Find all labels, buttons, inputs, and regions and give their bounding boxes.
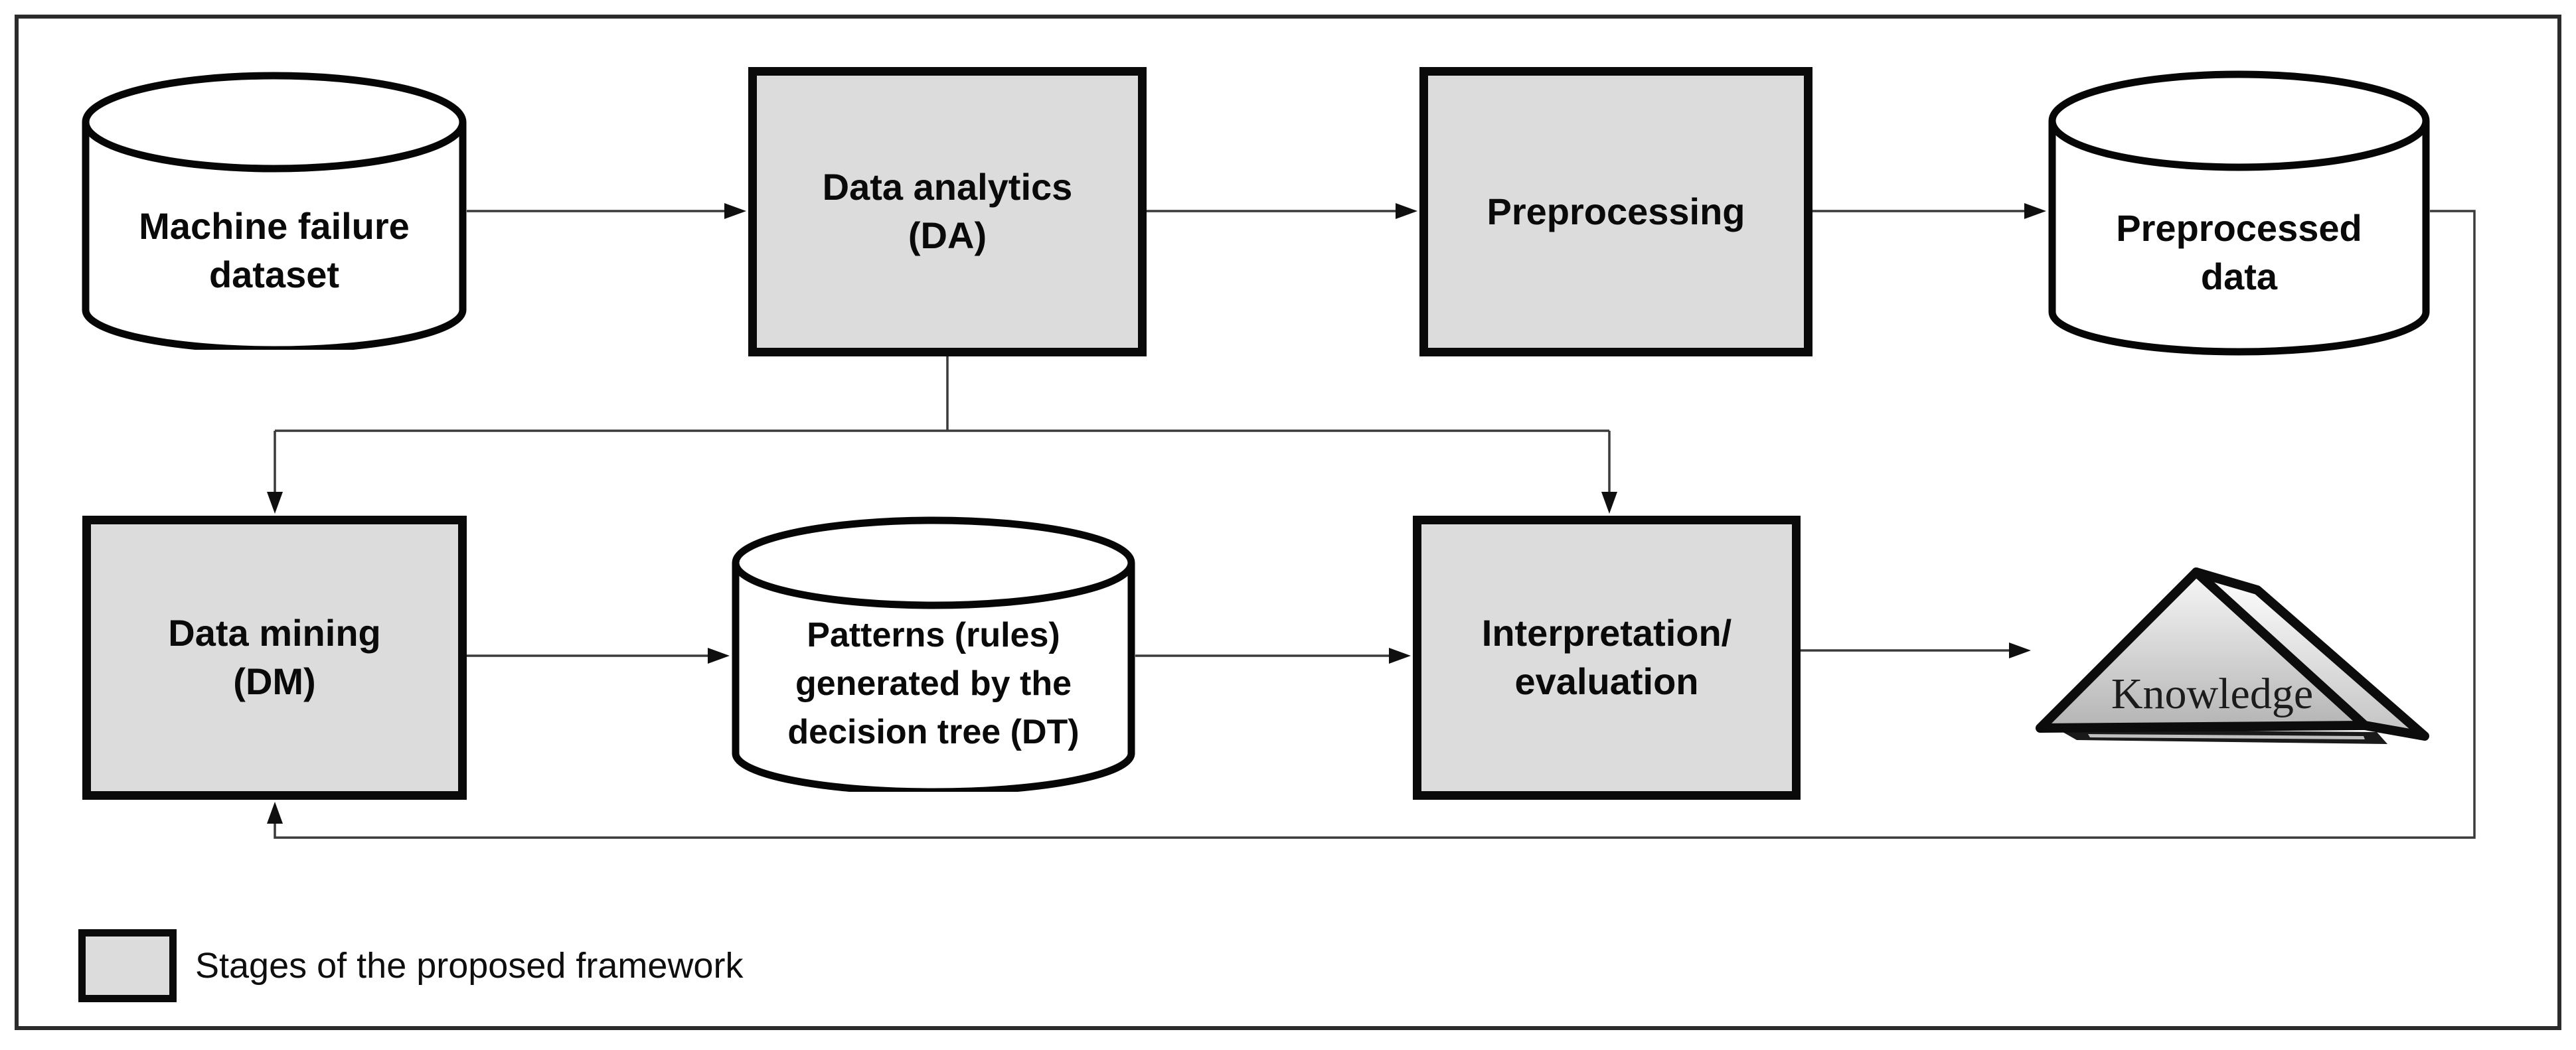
node-interpretation-evaluation: Interpretation/ evaluation [1413, 516, 1801, 800]
diagram-border [15, 15, 2561, 1030]
node-preprocessed-data: Preprocessed data [2048, 70, 2430, 356]
node-label-line: data [2200, 256, 2278, 297]
arrowhead-preprocessing-to-preprocessed-icon [2024, 203, 2046, 219]
node-data-mining: Data mining (DM) [82, 516, 467, 800]
arrowhead-dm-to-patterns-icon [708, 648, 730, 664]
node-label-line: evaluation [1514, 660, 1699, 702]
node-patterns-rules: Patterns (rules) generated by the decisi… [732, 516, 1135, 792]
node-label-line: (DA) [908, 214, 987, 256]
arrowhead-dataset-to-da-icon [724, 203, 746, 219]
pyramid-right-face [2192, 567, 2429, 741]
node-label-line: dataset [208, 253, 340, 295]
node-label-line: Patterns (rules) [807, 616, 1060, 655]
arrowhead-da-to-preprocessing-icon [1396, 203, 1417, 219]
knowledge-pyramid-icon: Knowledge [2036, 567, 2429, 744]
node-label-line: Data analytics [822, 166, 1073, 208]
legend-swatch [78, 929, 177, 1002]
node-label-line: Data mining [168, 612, 381, 654]
node-label-line: (DM) [233, 660, 316, 702]
arrowhead-da-to-interpretation-icon [1601, 492, 1617, 514]
edge-da-split [274, 356, 1611, 493]
arrowhead-patterns-to-interpretation-icon [1389, 648, 1411, 664]
node-label: Preprocessed data [2048, 70, 2430, 356]
database-cylinder-icon [82, 72, 467, 350]
legend: Stages of the proposed framework [78, 929, 743, 1002]
node-label: Machine failure dataset [82, 72, 467, 350]
node-label-line: generated by the [795, 664, 1072, 704]
legend-label: Stages of the proposed framework [195, 946, 744, 986]
arrowhead-interpretation-to-knowledge-icon [2009, 642, 2031, 658]
node-label-line: Interpretation/ [1481, 612, 1732, 654]
arrowhead-feedback-to-dm-icon [267, 802, 283, 824]
node-label-line: decision tree (DT) [787, 712, 1080, 751]
node-label-line: Preprocessing [1487, 190, 1745, 232]
pyramid-base-highlight [2088, 734, 2365, 739]
database-cylinder-icon [732, 516, 1135, 792]
node-preprocessing: Preprocessing [1419, 67, 1812, 356]
node-label-line: Preprocessed [2116, 207, 2362, 250]
arrowhead-da-to-dm-icon [267, 492, 283, 514]
node-label: Patterns (rules) generated by the decisi… [732, 516, 1135, 792]
node-data-analytics: Data analytics (DA) [748, 67, 1147, 356]
node-label-line: Machine failure [139, 204, 410, 247]
edge-preprocessed-feedback-to-dm [274, 210, 2476, 839]
node-knowledge: Knowledge [2018, 561, 2437, 753]
node-machine-failure-dataset: Machine failure dataset [82, 72, 467, 350]
knowledge-label: Knowledge [2111, 670, 2313, 718]
database-cylinder-icon [2048, 70, 2430, 356]
